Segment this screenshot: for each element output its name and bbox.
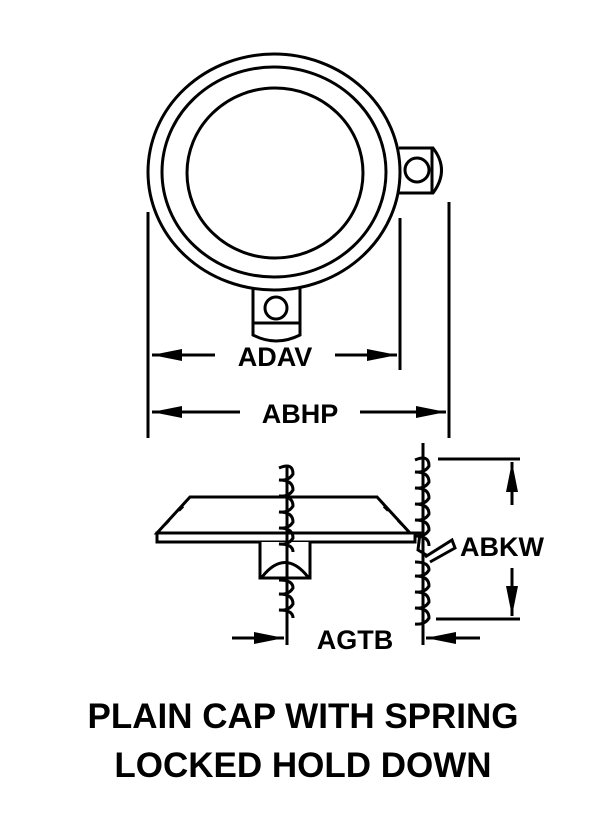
dimension-label-agtb: AGTB [317,625,394,655]
inner-ring [185,86,365,260]
caption-line-1: PLAIN CAP WITH SPRING [87,697,518,736]
right-lug-hole [403,156,431,184]
dimension-label-abhp: ABHP [262,399,339,429]
dimension-label-adav: ADAV [238,342,313,372]
dimension-label-abkw: ABKW [460,532,544,562]
caption-line-2: LOCKED HOLD DOWN [114,746,491,785]
middle-ring [160,65,388,279]
latch-block-arc [260,561,310,578]
latch-block [258,542,312,580]
side-view-cap [153,495,457,580]
hidden-lines [164,499,403,526]
top-view-cap [146,52,443,343]
left-spring [278,464,295,645]
bottom-lug [251,288,302,343]
latch-tab [424,537,457,564]
right-spring [414,443,431,645]
bottom-lug-hole [263,295,289,321]
